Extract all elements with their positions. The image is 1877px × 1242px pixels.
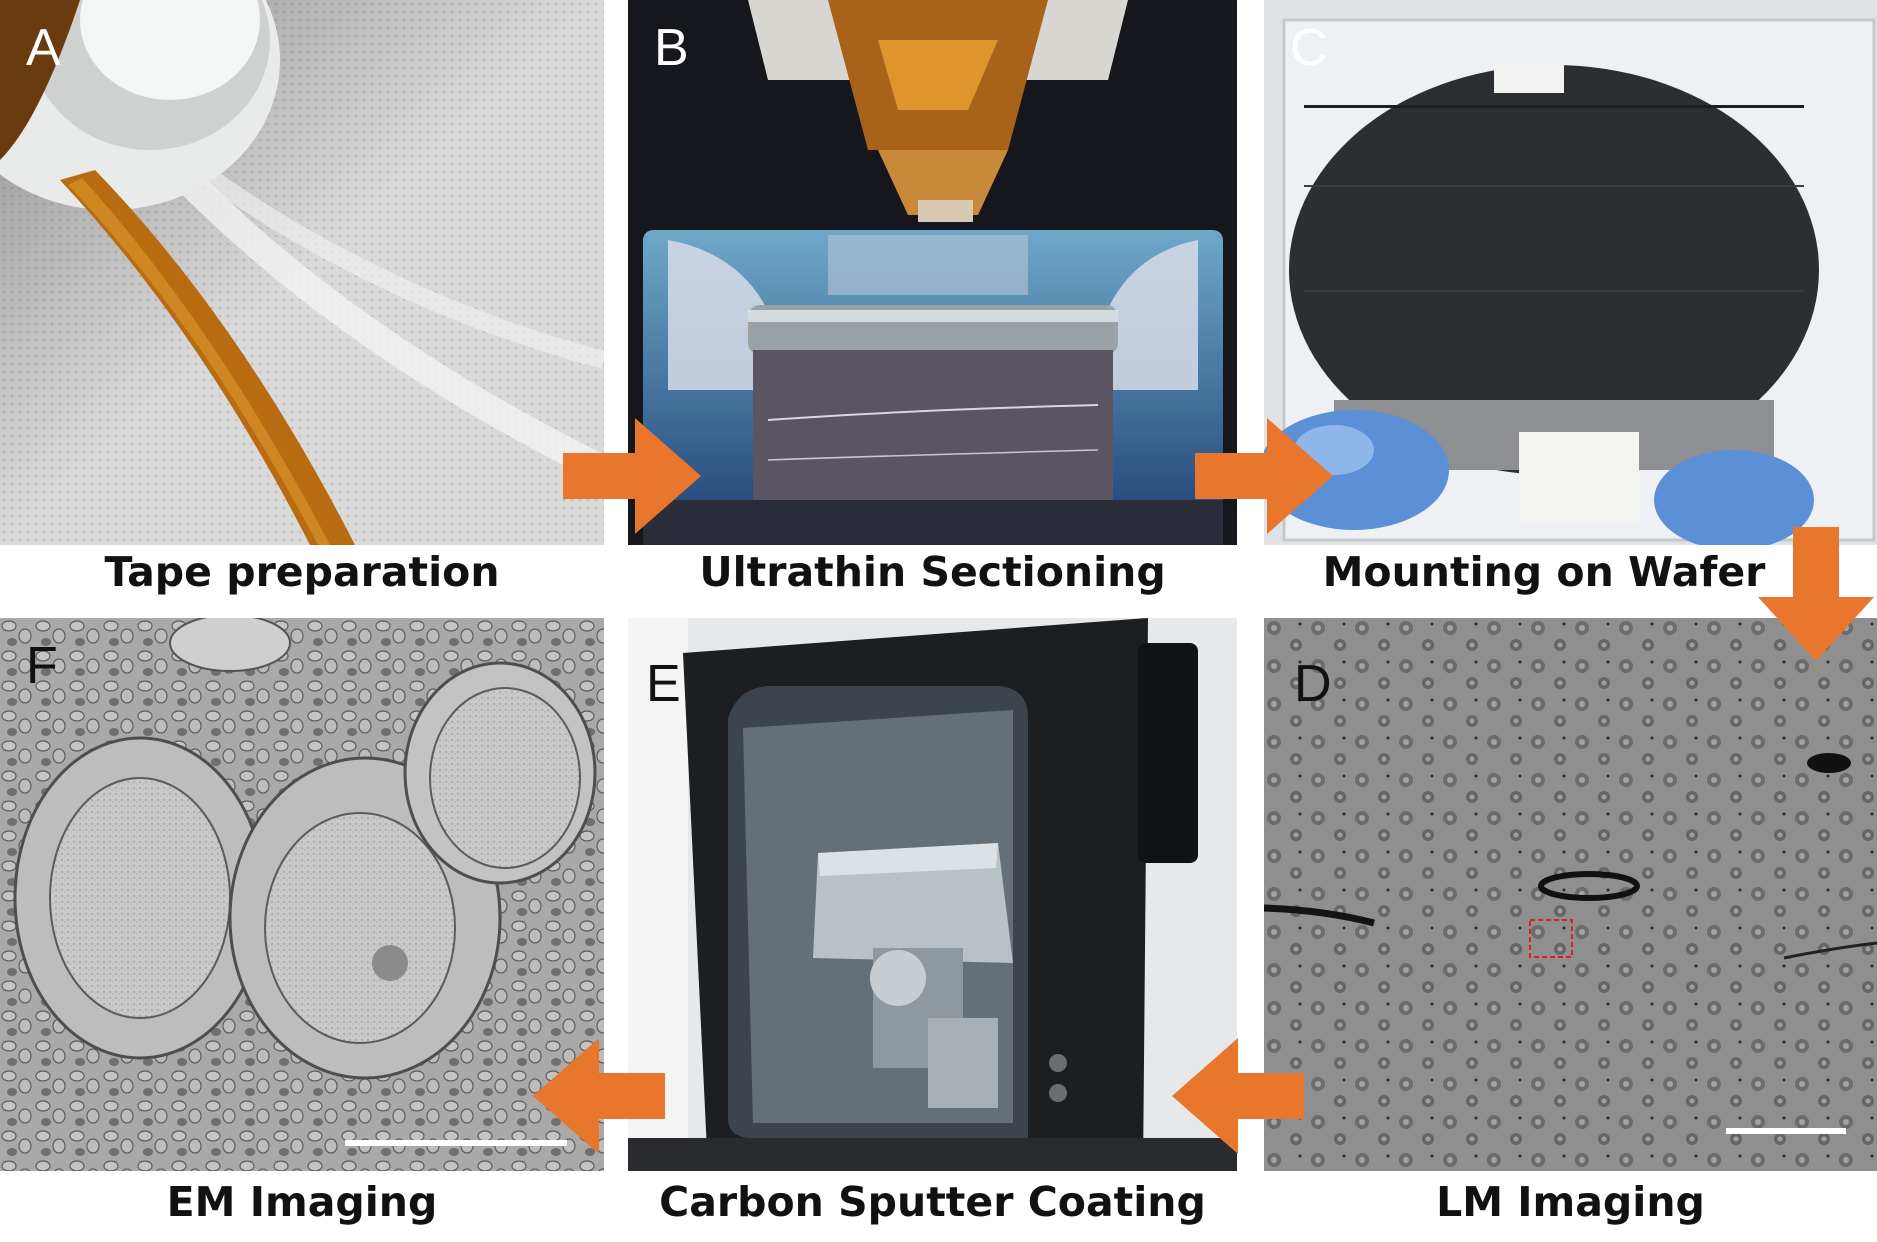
arrow-b-to-c: [1195, 418, 1333, 534]
panel-a-photo: A: [0, 0, 604, 545]
panel-b-photo: B: [628, 0, 1237, 545]
arrow-d-to-e: [1172, 1038, 1304, 1154]
panel-f-photo: F: [0, 618, 604, 1171]
panel-f-letter: F: [26, 637, 58, 695]
panel-a-caption: Tape preparation: [104, 548, 500, 596]
panel-e-photo: E: [628, 618, 1237, 1171]
panel-c-photo: C: [1264, 0, 1877, 545]
arrow-a-to-b: [563, 418, 701, 534]
panel-c-caption: Mounting on Wafer: [1322, 548, 1766, 596]
panel-d-caption: LM Imaging: [1436, 1178, 1705, 1226]
scale-bar: [1726, 1128, 1846, 1134]
panel-d-photo: D: [1264, 618, 1877, 1171]
arrow-e-to-f: [533, 1038, 665, 1154]
panel-d-letter: D: [1294, 655, 1332, 713]
panel-b-caption: Ultrathin Sectioning: [699, 548, 1166, 596]
panel-e-letter: E: [646, 655, 681, 713]
panel-a-letter: A: [26, 19, 61, 77]
arrow-c-to-d: [1758, 527, 1874, 661]
panel-e-caption: Carbon Sputter Coating: [659, 1178, 1206, 1226]
scale-bar: [345, 1140, 567, 1146]
panel-c-letter: C: [1290, 19, 1328, 77]
panel-f-caption: EM Imaging: [166, 1178, 438, 1226]
panel-b-letter: B: [654, 19, 689, 77]
